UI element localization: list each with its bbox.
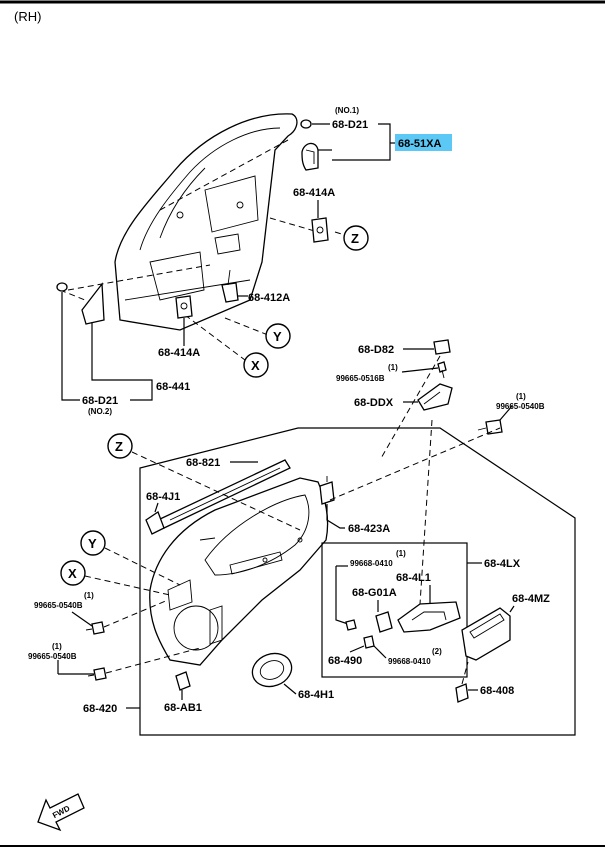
svg-text:Z: Z [115, 439, 123, 454]
label-68-D21-top: 68-D21 [332, 119, 368, 131]
label-68-G01A: 68-G01A [352, 587, 397, 599]
label-99665-0540B-left-upper: 99665-0540B [34, 601, 83, 610]
fwd-arrow-icon: FWD [37, 793, 85, 832]
subassembly-frame-68-4LX [321, 542, 468, 678]
label-99668-0410-top: 99668-0410 [350, 559, 393, 568]
screw-99665-0540B-left-lower [87, 667, 107, 681]
label-99665-0516B: 99665-0516B [336, 374, 385, 383]
svg-text:Y: Y [273, 329, 282, 344]
callout-y-top: Y [265, 323, 291, 349]
label-99665-0540B-top: 99665-0540B [496, 402, 545, 411]
part-68-408 [455, 683, 469, 703]
part-68-4MZ [461, 607, 511, 661]
part-68-DDX [417, 383, 453, 411]
part-68-412A [221, 269, 239, 303]
part-68-414A-top [311, 217, 329, 243]
part-68-423A [319, 476, 335, 505]
part-68-4J1 [145, 511, 165, 535]
part-68-490 [363, 635, 375, 649]
label-68-441: 68-441 [156, 381, 190, 393]
label-68-412A: 68-412A [248, 292, 290, 304]
label-68-4MZ: 68-4MZ [512, 593, 550, 605]
label-qty-b: (1) [516, 392, 526, 401]
label-qty-e: (1) [84, 591, 94, 600]
screw-99665-0540B-left-upper [85, 621, 105, 635]
part-68-4H1 [251, 652, 293, 688]
label-68-D21-bottom: 68-D21 [82, 395, 118, 407]
label-68-DDX: 68-DDX [354, 397, 394, 409]
svg-text:X: X [251, 358, 260, 373]
label-68-4H1: 68-4H1 [298, 689, 334, 701]
part-68-AB1 [175, 671, 191, 691]
svg-text:X: X [68, 566, 77, 581]
label-68-51XA[interactable]: 68-51XA [398, 138, 441, 150]
label-68-4L1: 68-4L1 [396, 572, 431, 584]
part-68-D82 [433, 339, 451, 355]
label-68-408: 68-408 [480, 685, 514, 697]
svg-text:Y: Y [88, 536, 97, 551]
label-99668-0410-bottom: 99668-0410 [388, 657, 431, 666]
svg-text:Z: Z [351, 231, 359, 246]
callout-z-bottom: Z [107, 433, 133, 459]
side-indicator: (RH) [14, 9, 41, 24]
label-68-414A-bottom: 68-414A [158, 347, 200, 359]
part-68-441 [81, 282, 105, 325]
label-68-D82: 68-D82 [358, 344, 394, 356]
highlight-68-51XA[interactable] [395, 134, 452, 151]
label-68-AB1: 68-AB1 [164, 702, 202, 714]
callout-y-bottom: Y [80, 530, 106, 556]
part-68-G01A [375, 611, 393, 633]
label-no1: (NO.1) [335, 106, 359, 115]
label-qty-a: (1) [388, 363, 398, 372]
label-68-420: 68-420 [83, 703, 117, 715]
screw-99665-0540B-top [477, 419, 503, 435]
label-qty-q2: (2) [432, 647, 442, 656]
label-68-414A-top: 68-414A [293, 187, 335, 199]
part-68-51XA [301, 142, 319, 171]
label-68-423A: 68-423A [348, 523, 390, 535]
part-68-4L1 [397, 601, 461, 633]
part-68-414A-bottom [175, 295, 193, 319]
screw-99668-0410-a [345, 619, 357, 631]
label-68-4LX: 68-4LX [484, 558, 521, 570]
label-qty-d: (1) [52, 642, 62, 651]
label-99665-0540B-left-lower: 99665-0540B [28, 652, 77, 661]
callout-z-top: Z [343, 225, 369, 251]
label-68-4J1: 68-4J1 [146, 491, 180, 503]
callout-x-top: X [243, 352, 269, 378]
label-no2: (NO.2) [88, 407, 112, 416]
trim-assembly-frame [139, 427, 576, 736]
label-qty-c: (1) [396, 549, 406, 558]
callout-x-bottom: X [60, 560, 86, 586]
label-68-821: 68-821 [186, 457, 220, 469]
door-trim-panel [149, 477, 329, 666]
screw-99665-0516B [437, 361, 447, 379]
part-68-D21-top [300, 119, 312, 129]
label-68-490: 68-490 [328, 655, 362, 667]
